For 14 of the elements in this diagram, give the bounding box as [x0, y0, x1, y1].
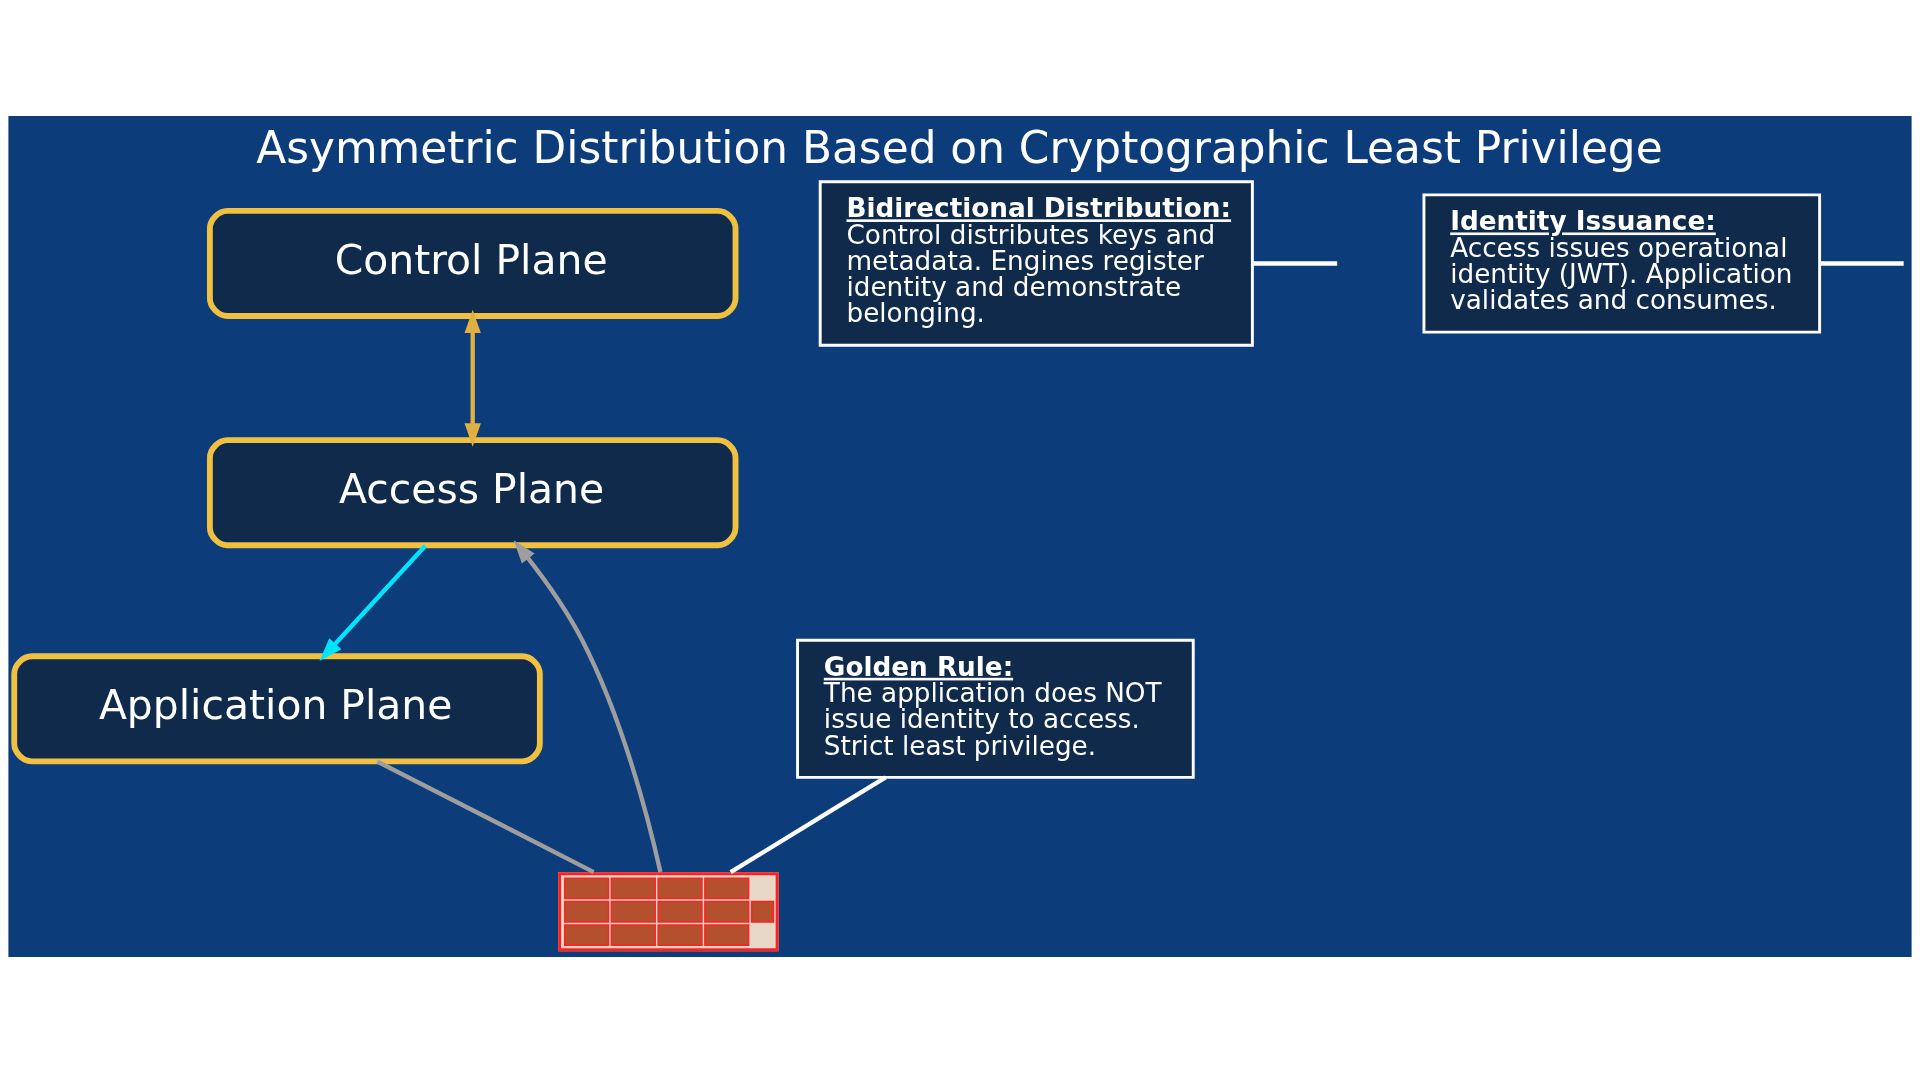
connector: [1252, 260, 1338, 266]
node-box: Identity Issuance: Access issues operational identity (JWT). Application validates and consumes.: [1422, 192, 1822, 334]
connector: [729, 775, 887, 874]
connector: [1819, 260, 1904, 266]
node-box: Golden Rule: The application does NOT issue identity to access. Strict least privilege.: [796, 638, 1195, 779]
connector: [376, 759, 595, 874]
arrow: [513, 539, 663, 872]
node-box: Bidirectional Distribution: Control distributes keys and metadata. Engines register identity and demonstrate belonging.: [818, 179, 1254, 347]
diagram-title: Asymmetric Distribution Based on Cryptographic Least Privilege: [256, 121, 1663, 173]
arrow: [464, 309, 481, 447]
node-box: Access Plane: [206, 436, 739, 548]
node-box: Control Plane: [206, 207, 739, 319]
arrow: [319, 543, 427, 661]
node-box: Application Plane: [11, 652, 543, 764]
